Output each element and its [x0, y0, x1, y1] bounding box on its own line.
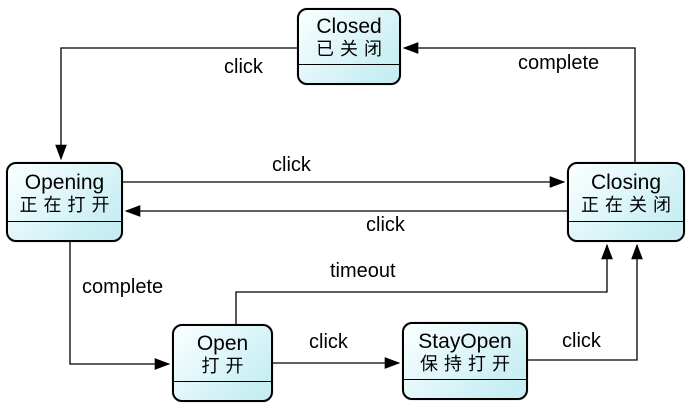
- state-internal-compartment: [299, 64, 399, 83]
- state-closed[interactable]: Closed 已关闭: [297, 8, 401, 85]
- state-internal-compartment: [8, 221, 121, 240]
- state-name-zh: 已关闭: [316, 39, 388, 60]
- transition-closing-to-closed[interactable]: [402, 42, 636, 162]
- state-internal-compartment: [174, 381, 271, 400]
- state-name: Opening: [24, 170, 105, 194]
- transition-label-click-closing-opening: click: [366, 214, 405, 236]
- state-name-compartment: Closed 已关闭: [299, 10, 399, 64]
- transition-label-click-stayopen-closing: click: [562, 330, 601, 352]
- state-name-zh: 正在关闭: [581, 194, 677, 215]
- transition-closed-to-opening[interactable]: [55, 47, 297, 161]
- state-name: Closing: [590, 170, 662, 194]
- state-name: Closed: [316, 15, 382, 39]
- state-name-zh: 保持打开: [420, 353, 516, 374]
- transition-opening-to-open[interactable]: [69, 242, 171, 370]
- state-internal-compartment: [569, 221, 683, 240]
- state-name-compartment: Open 打开: [174, 326, 271, 381]
- transition-label-timeout-open-closing: timeout: [330, 260, 396, 282]
- transition-label-complete-opening-open: complete: [82, 276, 164, 298]
- transition-open-to-closing-timeout[interactable]: [235, 243, 613, 324]
- state-internal-compartment: [404, 379, 526, 398]
- transition-label-complete-closing-closed: complete: [518, 52, 600, 74]
- state-name: Open: [196, 331, 249, 355]
- state-name-compartment: Closing 正在关闭: [569, 164, 683, 221]
- transition-stayopen-to-closing[interactable]: [528, 243, 643, 361]
- state-name: StayOpen: [418, 329, 512, 353]
- transition-label-click-closed-opening: click: [224, 56, 263, 78]
- state-stayopen[interactable]: StayOpen 保持打开: [402, 322, 528, 400]
- state-closing[interactable]: Closing 正在关闭: [567, 162, 685, 242]
- transition-label-click-open-stayopen: click: [309, 331, 348, 353]
- state-name-compartment: StayOpen 保持打开: [404, 324, 526, 379]
- state-name-zh: 正在打开: [19, 194, 116, 215]
- state-open[interactable]: Open 打开: [172, 324, 273, 402]
- state-opening[interactable]: Opening 正在打开: [6, 162, 123, 242]
- state-name-zh: 打开: [201, 355, 250, 376]
- state-name-compartment: Opening 正在打开: [8, 164, 121, 221]
- transition-label-click-opening-closing: click: [272, 154, 311, 176]
